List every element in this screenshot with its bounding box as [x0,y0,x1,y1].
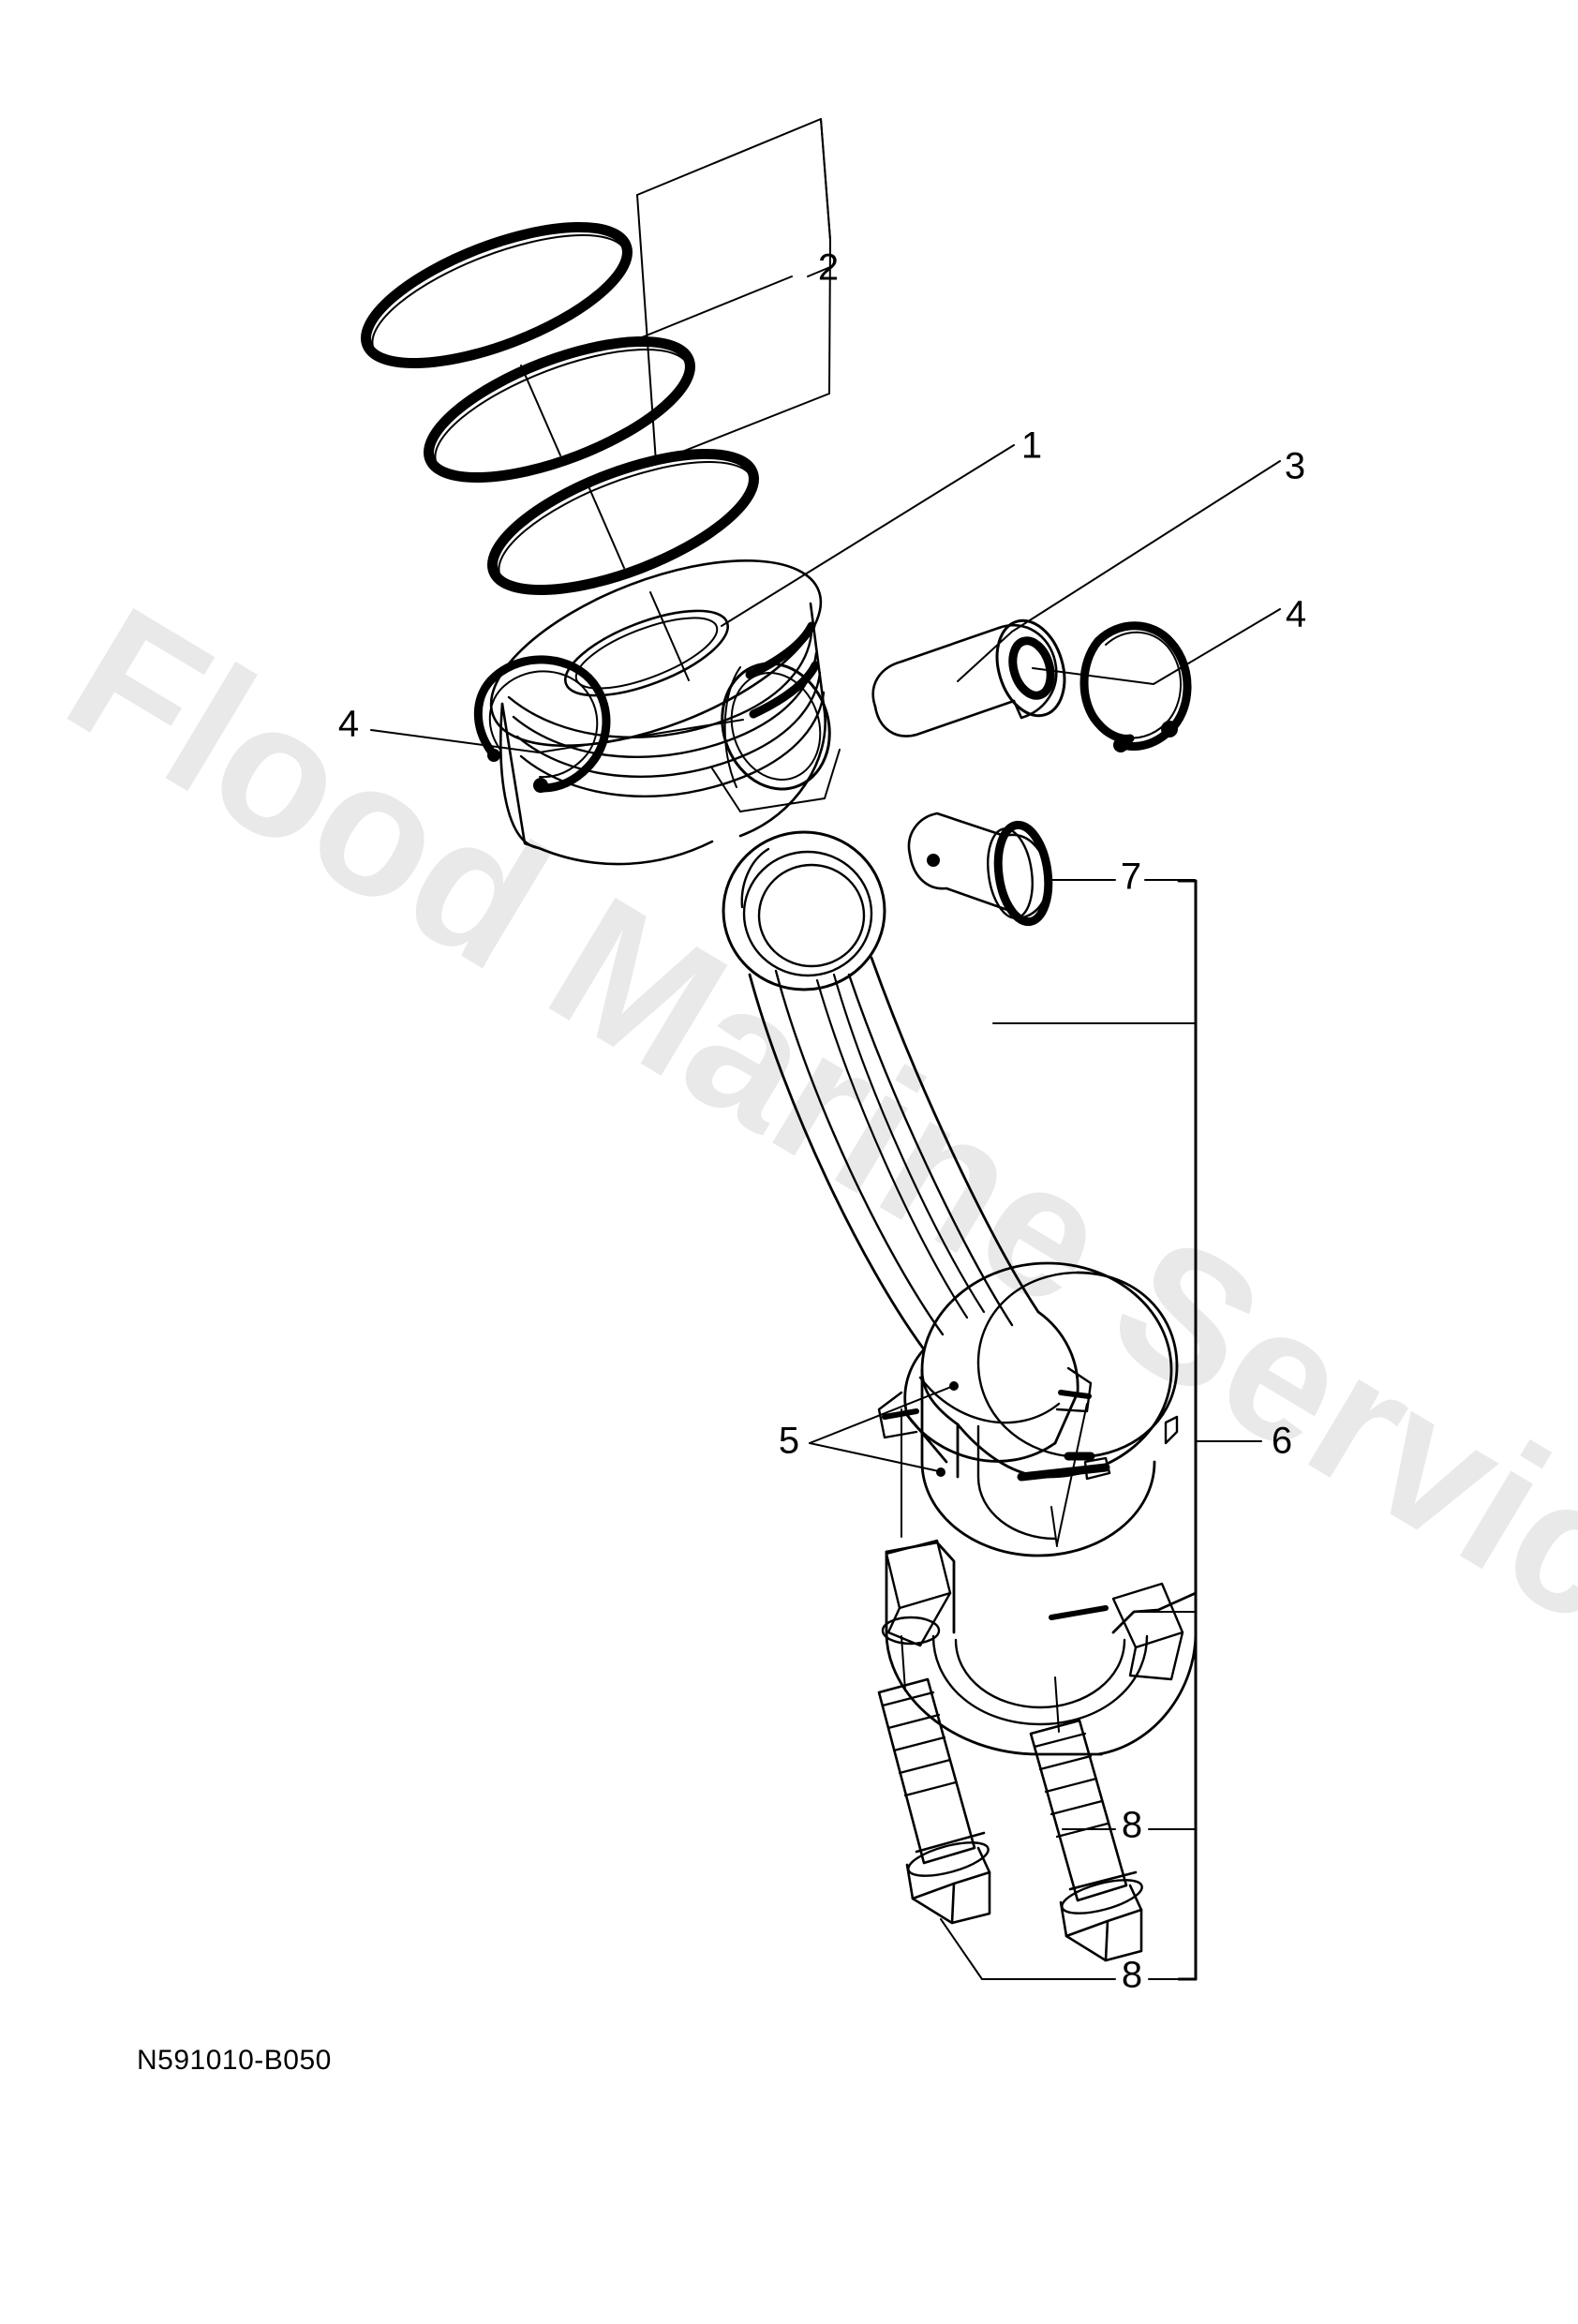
bearing-cap [881,1539,1198,1756]
callout-8b-leader [940,1918,1116,1980]
callout-4-right-leader [1032,608,1281,685]
piston-ring-top [361,221,633,369]
callout-5-leader-b [809,1442,940,1472]
callout-5-dot-a [949,1381,959,1391]
callout-3-leader [957,460,1281,682]
snap-ring-left [473,655,611,793]
piston-ring-bottom [487,448,759,596]
callout-label-2: 2 [818,247,839,289]
callout-label-7: 7 [1121,857,1141,898]
bolt-guide-lines [901,1635,1060,1733]
callout-1-leader [721,444,1015,627]
assembly-guide-lines [901,1403,1088,1547]
snap-ring-right [1079,621,1192,752]
piston-pin [871,618,1066,737]
callout-label-4-left: 4 [338,704,359,745]
callout-label-3: 3 [1285,446,1305,487]
callout-5-dot-b [936,1467,945,1477]
diagram-code: N591010-B050 [137,2045,332,2076]
small-end-bushing [907,812,1053,927]
callout-label-5: 5 [779,1421,799,1462]
callout-6-bracket [1177,879,1198,1981]
callout-5-leader-a [809,1384,957,1444]
connecting-rod [722,830,1093,1464]
ring-axis-lines [520,365,690,681]
callout-label-4-right: 4 [1286,594,1306,635]
connecting-rod-bolt-left [877,1677,991,1925]
snap-ring-left-to-piston-leader [538,719,744,753]
callout-2-bracket [636,118,831,463]
callout-label-1: 1 [1021,425,1042,467]
callout-6-bracket-ticks [992,1022,1197,1613]
piston [489,559,841,866]
callout-label-6: 6 [1272,1421,1292,1462]
callout-4-left-leader [370,729,540,753]
connecting-rod-bolt-right [1029,1719,1143,1962]
callout-label-8-lower: 8 [1122,1955,1142,1996]
callout-label-8-upper: 8 [1122,1805,1142,1846]
callout-2-leader [807,266,831,277]
bearing-shell-lower [920,1368,1156,1557]
piston-ring-middle [424,335,695,484]
bearing-shell-upper [920,1261,1179,1479]
